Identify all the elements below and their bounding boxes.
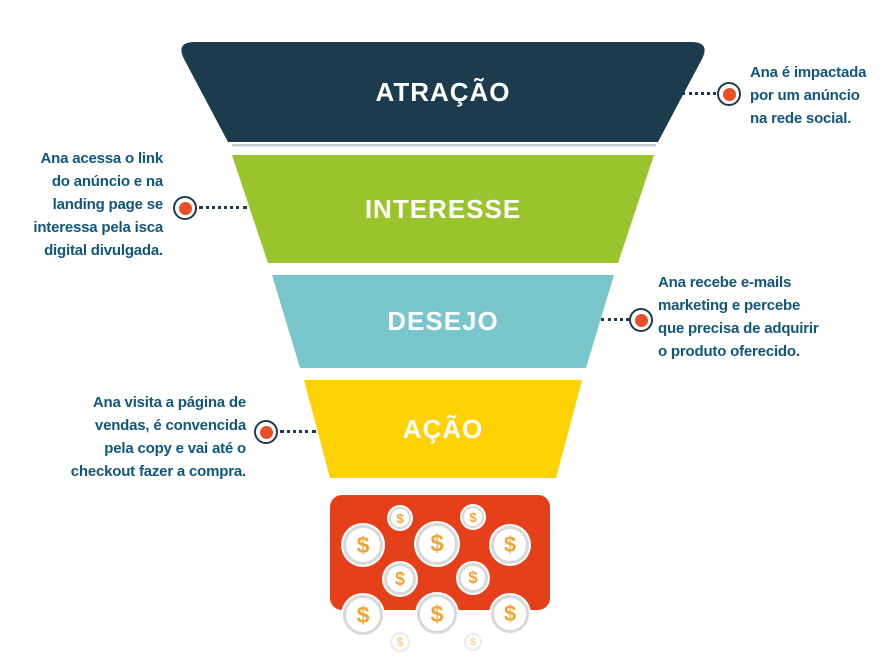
marker-dot-icon — [178, 201, 192, 215]
annotation-line: na rede social. — [750, 110, 852, 127]
annotation-line: digital divulgada. — [44, 242, 163, 259]
dollar-coin-icon: $ — [417, 594, 457, 634]
marker-dot-icon — [722, 87, 736, 101]
connector-line-desejo — [601, 318, 629, 321]
annotation-line: Ana é impactada — [750, 64, 867, 81]
dollar-coin-icon: $ — [343, 595, 383, 635]
marker-interesse-icon — [173, 196, 197, 220]
marker-dot-icon — [259, 425, 273, 439]
stage-shadow-line — [232, 144, 656, 147]
funnel-stage-shape-atracao — [181, 42, 705, 142]
annotation-atracao: Ana é impactada por um anúncio na rede s… — [750, 61, 894, 130]
annotation-line: vendas, é convencida — [94, 417, 246, 434]
funnel-stage-shape-acao — [304, 380, 582, 478]
connector-line-atracao — [682, 92, 716, 95]
marker-desejo-icon — [629, 308, 653, 332]
annotation-acao: Ana visita a página de vendas, é convenc… — [42, 391, 246, 483]
dollar-coin-icon: $ — [416, 523, 458, 565]
annotation-line: marketing e percebe — [658, 297, 801, 314]
stage-label-acao: AÇÃO — [402, 413, 484, 444]
connector-line-interesse — [199, 206, 247, 209]
annotation-desejo: Ana recebe e-mails marketing e percebe q… — [658, 271, 848, 363]
dollar-coin-icon: $ — [491, 526, 529, 564]
dollar-coin-icon: $ — [343, 525, 383, 565]
stage-label-interesse: INTERESSE — [364, 193, 522, 224]
stage-label-desejo: DESEJO — [387, 306, 499, 336]
dollar-coin-icon: $ — [491, 595, 529, 633]
dollar-coin-icon: $ — [384, 563, 416, 595]
annotation-line: o produto oferecido. — [658, 343, 800, 360]
funnel-stage-shape-interesse — [232, 155, 654, 263]
marker-acao-icon — [254, 420, 278, 444]
annotation-line: Ana recebe e-mails — [658, 274, 792, 291]
annotation-line: landing page se — [52, 196, 164, 213]
stage-label-atracao: ATRAÇÃO — [375, 76, 511, 107]
annotation-line: checkout fazer a compra. — [70, 463, 246, 480]
marker-atracao-icon — [717, 82, 741, 106]
annotation-interesse: Ana acessa o link do anúncio e na landin… — [8, 147, 163, 262]
dollar-coin-icon: $ — [389, 507, 411, 529]
connector-line-acao — [280, 430, 316, 433]
annotation-line: do anúncio e na — [51, 173, 163, 190]
annotation-line: pela copy e vai até o — [104, 440, 246, 457]
funnel-stage-shape-desejo — [272, 275, 614, 368]
dollar-coin-icon: $ — [464, 633, 482, 651]
annotation-line: interessa pela isca — [33, 219, 163, 236]
annotation-line: Ana acessa o link — [40, 150, 164, 167]
marker-dot-icon — [634, 313, 648, 327]
annotation-line: Ana visita a página de — [92, 394, 246, 411]
dollar-coin-icon: $ — [462, 506, 484, 528]
annotation-line: que precisa de adquirir — [658, 320, 819, 337]
dollar-coin-icon: $ — [390, 632, 410, 652]
dollar-coin-icon: $ — [458, 563, 488, 593]
annotation-line: por um anúncio — [750, 87, 860, 104]
